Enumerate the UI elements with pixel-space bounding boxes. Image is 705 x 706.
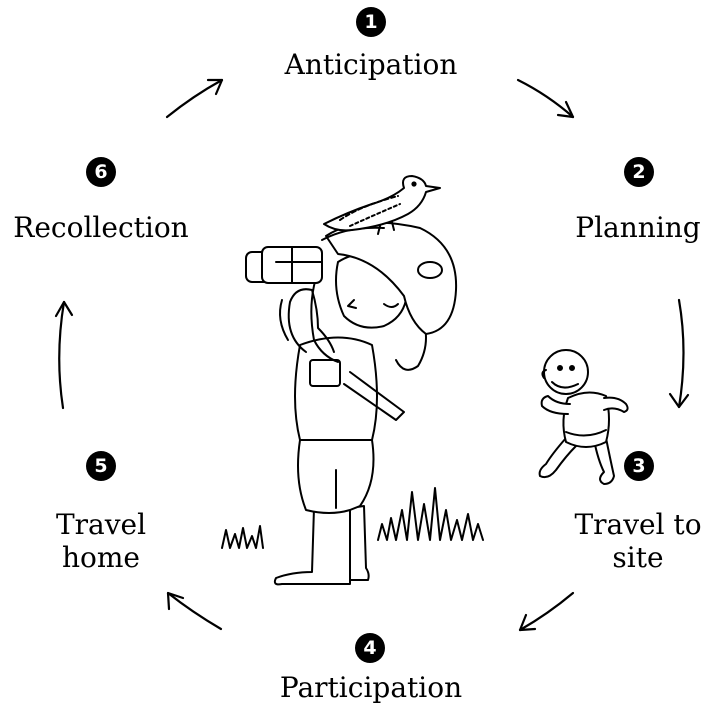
stage-3-number-badge: 3 <box>624 451 654 481</box>
arrow-icon <box>54 300 74 410</box>
stage-1-label: Anticipation <box>271 48 471 81</box>
arrow-icon <box>166 591 223 631</box>
stage-4-label: Participation <box>266 671 476 704</box>
stage-2-label: Planning <box>568 211 705 244</box>
arrow-icon <box>668 298 690 409</box>
stage-4-number-badge: 4 <box>355 633 385 663</box>
arrow-icon <box>516 78 575 119</box>
stage-6-label-line-1: Recollection <box>13 211 189 244</box>
stage-2-number-badge: 2 <box>624 157 654 187</box>
stage-5-label-line-1: Travel <box>55 508 147 541</box>
stage-1-number-badge: 1 <box>356 7 386 37</box>
stage-3-label-line-2: site <box>612 541 664 574</box>
stage-5-number-badge: 5 <box>86 451 116 481</box>
stage-5-label: Travel home <box>36 508 166 574</box>
binoculars-icon <box>245 246 323 284</box>
stage-5-label-line-2: home <box>61 541 140 574</box>
arrow-icon <box>518 591 575 632</box>
stage-6-label: Recollection <box>6 211 196 244</box>
stage-3-label: Travel to site <box>568 508 705 574</box>
grass-icon <box>221 487 484 549</box>
bird-icon <box>323 175 441 235</box>
stage-3-label-line-1: Travel to <box>574 508 702 541</box>
stage-1-label-line-1: Anticipation <box>284 48 458 81</box>
stage-6-number-badge: 6 <box>86 157 116 187</box>
stage-2-label-line-1: Planning <box>575 211 701 244</box>
stage-4-label-line-1: Participation <box>279 671 463 704</box>
arrow-icon <box>165 78 224 119</box>
